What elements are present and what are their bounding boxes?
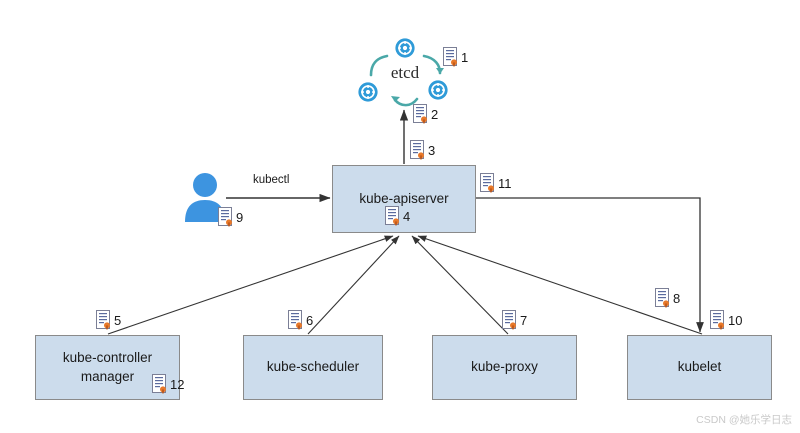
etcd-label: etcd — [390, 63, 420, 82]
etcd-cluster: etcd — [355, 35, 455, 115]
doc-badge-2-number: 2 — [431, 106, 439, 122]
node-kubelet[interactable]: kubelet — [627, 335, 772, 400]
node-kubelet-label: kubelet — [677, 359, 722, 375]
doc-badge-10-number: 10 — [728, 312, 743, 328]
doc-badge-11: 11 — [480, 173, 512, 193]
document-seal-icon — [710, 310, 724, 330]
user-person-icon — [185, 173, 225, 222]
doc-badge-11-number: 11 — [498, 175, 512, 191]
etcd-sync-arc-bottom-icon — [391, 96, 419, 107]
document-seal-icon — [410, 140, 424, 160]
doc-badge-8-number: 8 — [673, 290, 681, 306]
node-kube-proxy-label: kube-proxy — [471, 359, 538, 375]
node-kube-scheduler[interactable]: kube-scheduler — [243, 335, 383, 400]
edge-controller-to-apiserver — [107, 235, 394, 335]
document-seal-icon — [96, 310, 110, 330]
document-seal-icon — [385, 206, 399, 226]
node-kube-controller-manager-label-line1: kube-controller — [62, 350, 153, 366]
doc-badge-7-number: 7 — [520, 312, 528, 328]
document-seal-icon — [655, 288, 669, 308]
document-seal-icon — [218, 207, 232, 227]
doc-badge-7: 7 — [502, 310, 527, 330]
etcd-sync-arc-left-icon — [369, 54, 389, 77]
kubernetes-wheel-icon — [358, 82, 378, 102]
etcd-sync-arc-right-icon — [422, 54, 444, 75]
kubernetes-wheel-icon — [395, 38, 415, 58]
doc-badge-3: 3 — [410, 140, 435, 160]
node-kube-proxy[interactable]: kube-proxy — [432, 335, 577, 400]
doc-badge-6-number: 6 — [306, 312, 314, 328]
node-kube-controller-manager-label-line2: manager — [80, 368, 135, 384]
doc-badge-8: 8 — [655, 288, 680, 308]
kubernetes-wheel-icon — [428, 80, 448, 100]
doc-badge-5-number: 5 — [114, 312, 122, 328]
document-seal-icon — [413, 104, 427, 124]
document-seal-icon — [502, 310, 516, 330]
doc-badge-9: 9 — [218, 207, 243, 227]
node-kube-controller-manager-label: kube-controller manager — [57, 349, 158, 385]
doc-badge-12-number: 12 — [170, 376, 185, 392]
edge-kubelet-to-apiserver — [417, 235, 703, 335]
document-seal-icon — [288, 310, 302, 330]
doc-badge-10: 10 — [710, 310, 742, 330]
doc-badge-4: 4 — [385, 206, 410, 226]
node-kube-apiserver[interactable]: kube-apiserver — [332, 165, 476, 233]
document-seal-icon — [480, 173, 494, 193]
node-kube-apiserver-label: kube-apiserver — [359, 190, 449, 206]
watermark-text: CSDN @她乐学日志 — [696, 414, 792, 426]
doc-badge-4-number: 4 — [403, 208, 411, 224]
doc-badge-5: 5 — [96, 310, 121, 330]
doc-badge-6: 6 — [288, 310, 313, 330]
edge-scheduler-to-apiserver — [307, 235, 400, 335]
edge-label-kubectl: kubectl — [253, 174, 290, 186]
edge-proxy-to-apiserver — [411, 235, 509, 335]
doc-badge-12: 12 — [152, 374, 184, 394]
node-kube-scheduler-label: kube-scheduler — [266, 359, 360, 375]
doc-badge-1-number: 1 — [461, 49, 469, 65]
doc-badge-1: 1 — [443, 47, 468, 67]
doc-badge-3-number: 3 — [428, 142, 436, 158]
document-seal-icon — [443, 47, 457, 67]
document-seal-icon — [152, 374, 166, 394]
doc-badge-2: 2 — [413, 104, 438, 124]
doc-badge-9-number: 9 — [236, 209, 244, 225]
